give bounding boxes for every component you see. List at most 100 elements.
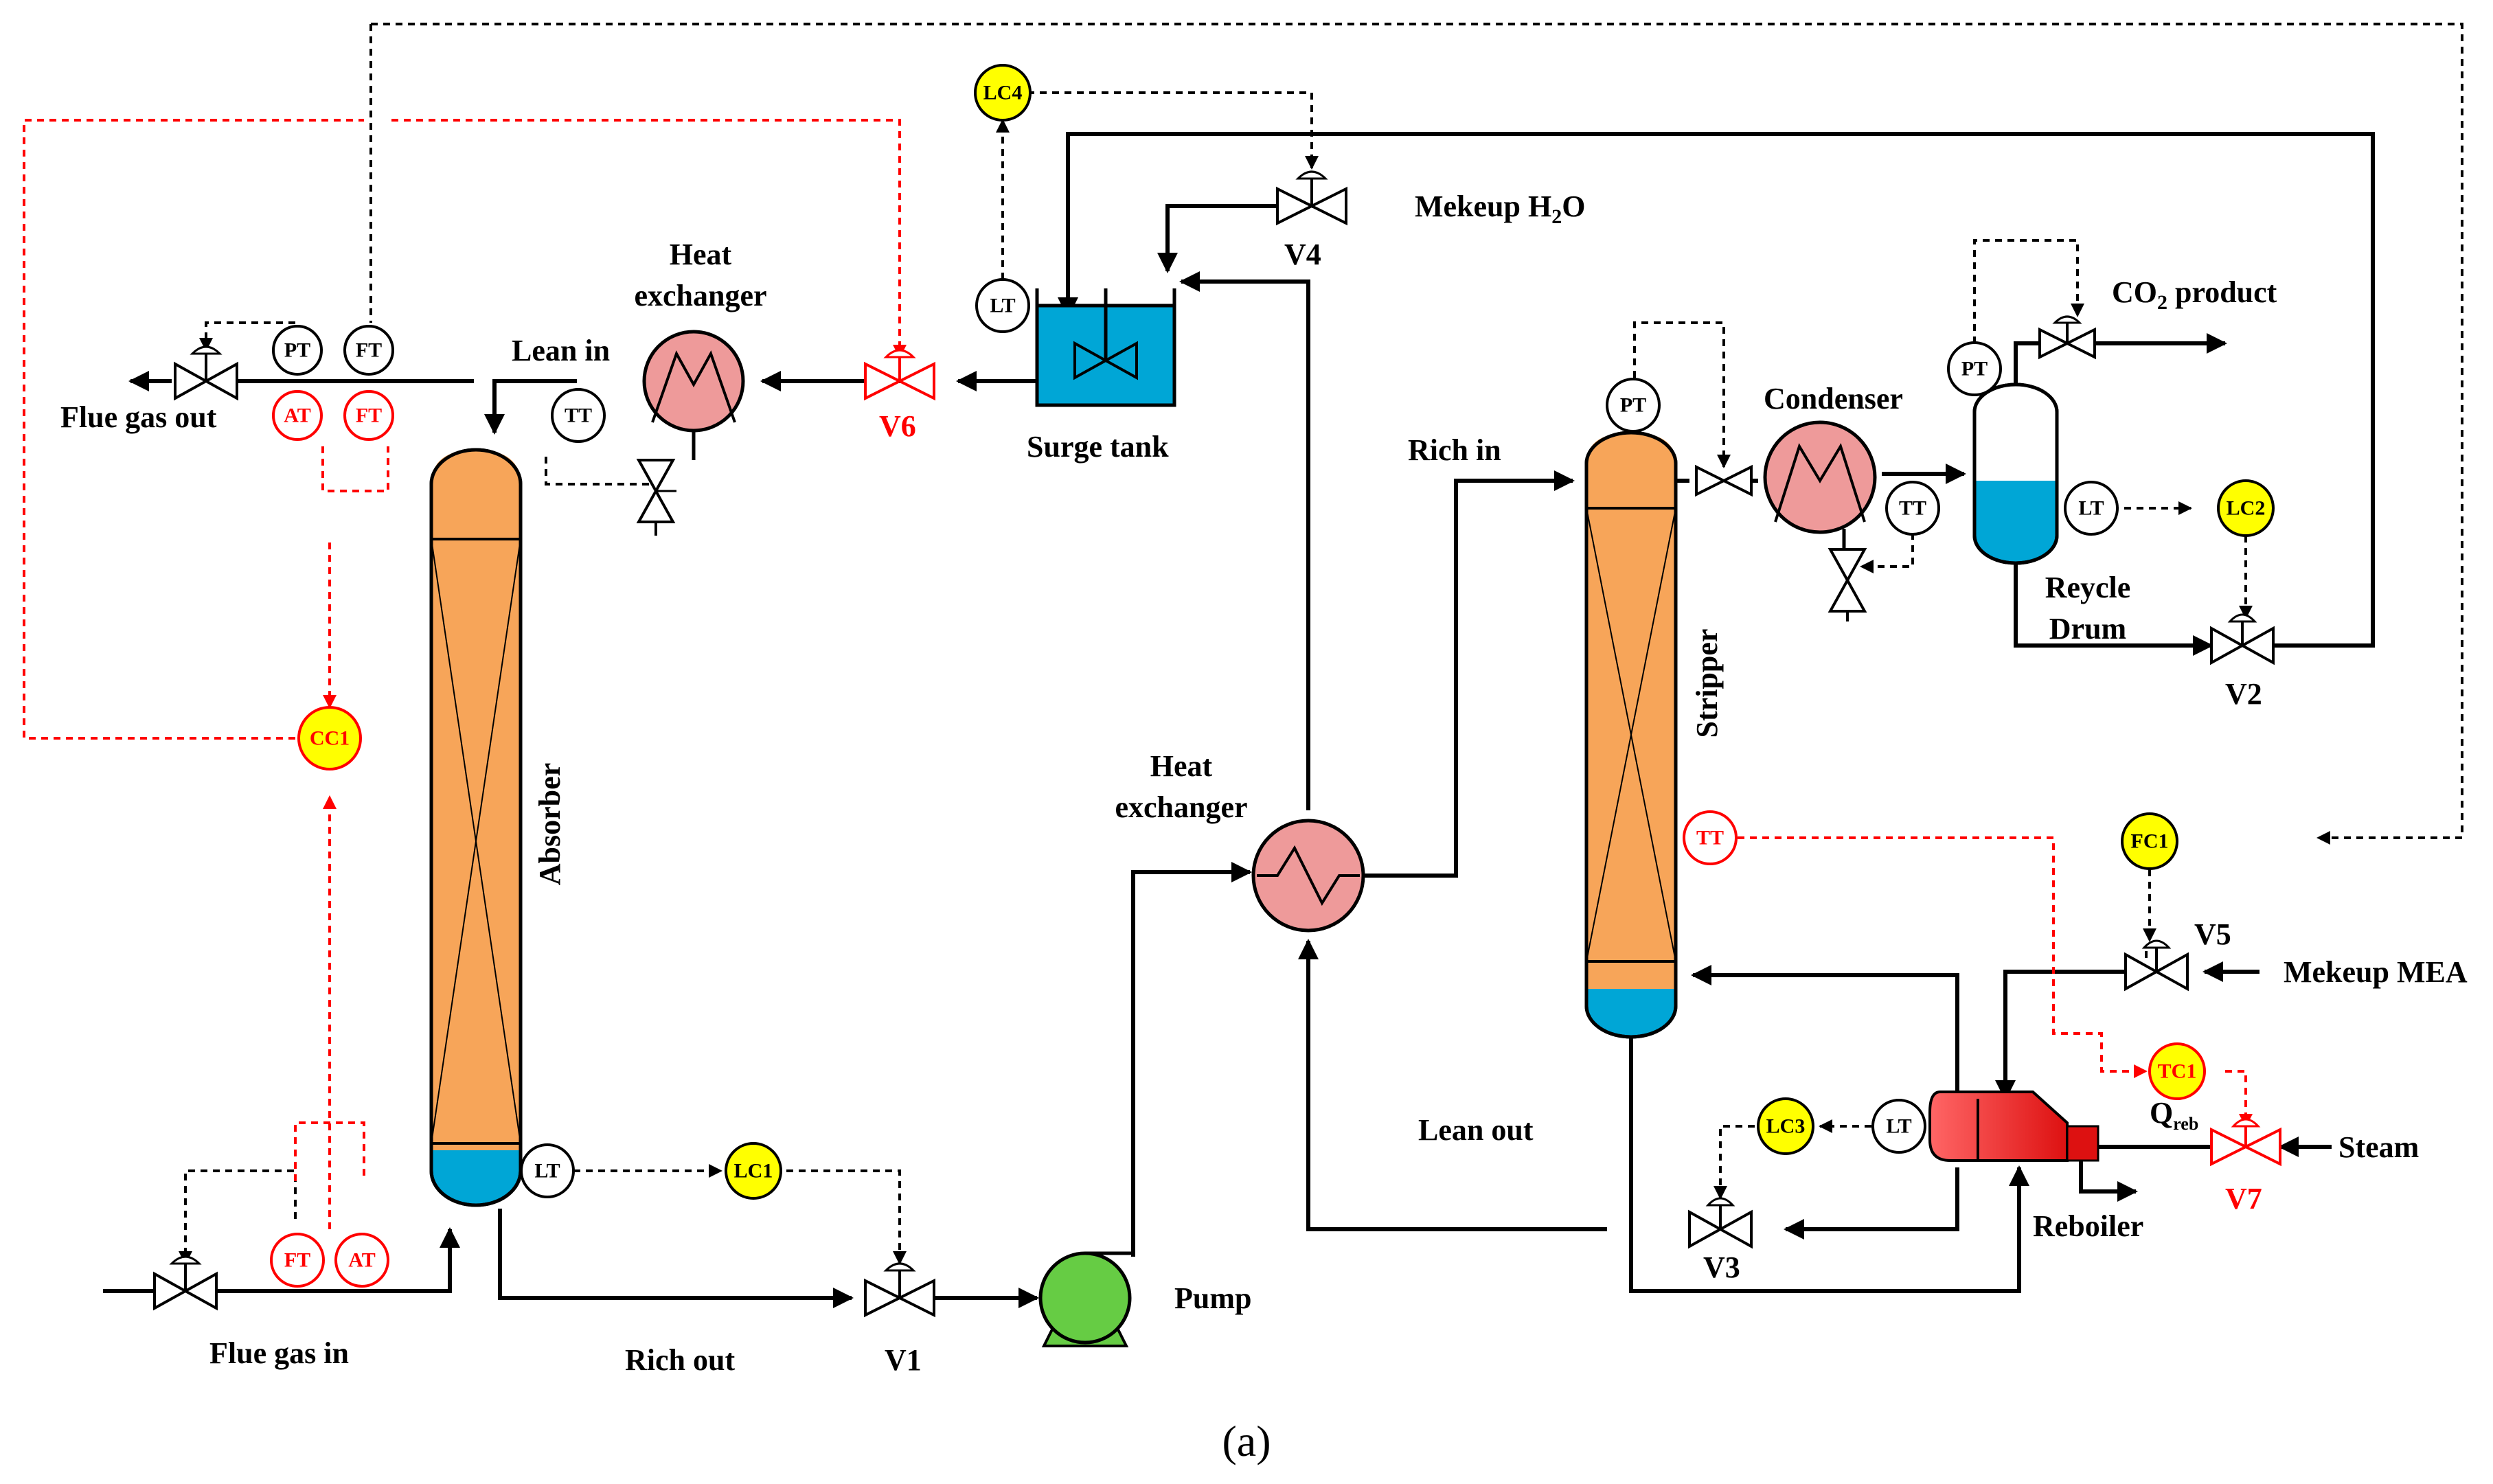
instrument-at-absorber-top: AT bbox=[272, 390, 323, 441]
label-makeup-mea: Mekeup MEA bbox=[2284, 955, 2468, 989]
label-co2-product-main: CO bbox=[2112, 275, 2157, 309]
controller-lc1-tag: LC1 bbox=[734, 1160, 773, 1183]
controller-tc1: TC1 bbox=[2148, 1042, 2206, 1100]
condenser bbox=[1763, 420, 1877, 549]
instrument-ft-absorber-black-tag: FT bbox=[356, 339, 382, 362]
instrument-pt-drum-tag: PT bbox=[1961, 358, 1988, 380]
pump bbox=[1038, 1251, 1133, 1347]
label-q-reb-sub: reb bbox=[2173, 1114, 2198, 1134]
absorber-label: Absorber bbox=[533, 763, 567, 885]
valve-v2[interactable] bbox=[2210, 613, 2275, 665]
instrument-at-absorber-top-tag: AT bbox=[284, 404, 310, 427]
label-flue-gas-out: Flue gas out bbox=[60, 400, 217, 434]
valve-stripper-top[interactable] bbox=[1695, 464, 1753, 497]
label-q-reb-main: Q bbox=[2150, 1096, 2173, 1130]
label-heat-exchanger-top-1: Heat bbox=[670, 238, 732, 271]
signal-lines bbox=[23, 23, 2463, 1265]
label-q-reb: Qreb bbox=[2150, 1096, 2198, 1134]
label-reboiler: Reboiler bbox=[2033, 1209, 2143, 1243]
valve-v7[interactable] bbox=[2210, 1118, 2281, 1167]
label-co2-product: CO2 product bbox=[2112, 275, 2277, 314]
label-co2-product-sub: 2 bbox=[2157, 291, 2167, 314]
label-makeup-h2o: Mekeup H2O bbox=[1415, 190, 1585, 228]
instrument-pt-stripper-tag: PT bbox=[1620, 394, 1646, 417]
label-heat-exchanger-top-2: exchanger bbox=[634, 279, 766, 312]
instrument-lt-reboiler: LT bbox=[1871, 1099, 1926, 1154]
instrument-pt-drum: PT bbox=[1947, 341, 2002, 396]
label-recycle-drum-2: Drum bbox=[2049, 612, 2126, 646]
label-makeup-h2o-main: Mekeup H bbox=[1415, 190, 1551, 223]
label-makeup-h2o-end: O bbox=[1562, 190, 1585, 223]
valve-v5[interactable] bbox=[2124, 939, 2189, 992]
valve-v3[interactable] bbox=[1688, 1197, 1753, 1249]
instrument-pt-absorber-tag: PT bbox=[284, 339, 310, 362]
instrument-tt-lean-in-tag: TT bbox=[565, 404, 592, 427]
controller-cc1-tag: CC1 bbox=[310, 727, 350, 750]
instrument-tt-condenser-tag: TT bbox=[1899, 497, 1926, 520]
label-pump: Pump bbox=[1174, 1281, 1251, 1315]
instrument-ft-absorber-red-tag: FT bbox=[356, 404, 382, 427]
valve-v3-label: V3 bbox=[1703, 1251, 1740, 1284]
label-lean-in: Lean in bbox=[512, 334, 610, 367]
instrument-at-absorber-bottom-tag: AT bbox=[348, 1249, 375, 1272]
valve-flue-in[interactable] bbox=[153, 1255, 218, 1311]
controller-lc1: LC1 bbox=[725, 1142, 782, 1200]
controller-fc1: FC1 bbox=[2121, 812, 2178, 870]
absorber-column bbox=[429, 448, 523, 1207]
instrument-tt-lean-in: TT bbox=[551, 388, 606, 443]
label-steam: Steam bbox=[2338, 1130, 2419, 1164]
controller-tc1-tag: TC1 bbox=[2158, 1060, 2197, 1083]
valve-v6-label: V6 bbox=[879, 409, 916, 443]
valve-v7-label: V7 bbox=[2225, 1182, 2262, 1215]
label-makeup-h2o-sub: 2 bbox=[1551, 205, 1562, 228]
valve-v6[interactable] bbox=[864, 349, 935, 401]
valve-co2-product[interactable] bbox=[2038, 315, 2096, 360]
instrument-lt-surge-tag: LT bbox=[990, 295, 1015, 317]
controller-lc2: LC2 bbox=[2217, 479, 2275, 537]
label-condenser: Condenser bbox=[1764, 382, 1903, 415]
label-rich-in: Rich in bbox=[1408, 433, 1501, 467]
valve-v4[interactable] bbox=[1276, 170, 1347, 226]
valve-v1[interactable] bbox=[864, 1262, 935, 1318]
reboiler bbox=[1928, 1091, 2099, 1162]
label-rich-out: Rich out bbox=[625, 1343, 735, 1377]
controller-cc1: CC1 bbox=[297, 706, 362, 770]
valve-v4-label: V4 bbox=[1284, 238, 1321, 271]
instrument-tt-stripper-tag: TT bbox=[1696, 827, 1724, 849]
valve-condenser-cw[interactable] bbox=[1828, 548, 1867, 621]
surge-tank bbox=[1035, 288, 1176, 407]
heat-exchanger-top bbox=[642, 330, 745, 460]
valve-v5-label: V5 bbox=[2194, 917, 2231, 951]
instrument-tt-stripper: TT bbox=[1683, 810, 1738, 865]
valve-v2-label: V2 bbox=[2225, 677, 2262, 711]
instrument-pt-stripper: PT bbox=[1606, 378, 1661, 433]
controller-lc3-tag: LC3 bbox=[1766, 1115, 1806, 1138]
recycle-drum bbox=[1972, 383, 2059, 565]
figure-caption: (a) bbox=[1222, 1417, 1271, 1465]
instrument-pt-absorber: PT bbox=[272, 325, 323, 376]
label-flue-gas-in: Flue gas in bbox=[209, 1336, 349, 1370]
instrument-lt-drum: LT bbox=[2064, 481, 2119, 536]
label-heat-exchanger-mid-2: exchanger bbox=[1115, 790, 1247, 824]
process-pipes bbox=[103, 132, 2375, 1308]
label-recycle-drum-1: Reycle bbox=[2045, 571, 2131, 604]
label-surge-tank: Surge tank bbox=[1027, 430, 1169, 464]
stripper-column bbox=[1584, 431, 1678, 1039]
instrument-tt-condenser: TT bbox=[1885, 481, 1940, 536]
controller-lc2-tag: LC2 bbox=[2227, 497, 2266, 520]
label-heat-exchanger-mid-1: Heat bbox=[1150, 749, 1213, 783]
heat-exchanger-middle bbox=[1251, 819, 1365, 933]
valve-lean-in-cw[interactable] bbox=[636, 459, 676, 536]
instrument-ft-absorber-red: FT bbox=[343, 390, 394, 441]
instrument-lt-drum-tag: LT bbox=[2078, 497, 2104, 520]
instrument-lt-reboiler-tag: LT bbox=[1886, 1115, 1911, 1138]
label-lean-out: Lean out bbox=[1418, 1113, 1534, 1147]
controller-lc3: LC3 bbox=[1757, 1097, 1814, 1155]
controller-fc1-tag: FC1 bbox=[2131, 830, 2169, 853]
instrument-ft-absorber-bottom-tag: FT bbox=[284, 1249, 310, 1272]
controller-lc4: LC4 bbox=[974, 64, 1032, 122]
valve-flue-out[interactable] bbox=[174, 345, 238, 401]
instrument-lt-absorber-tag: LT bbox=[534, 1160, 560, 1183]
valve-v1-label: V1 bbox=[885, 1343, 922, 1377]
instrument-ft-absorber-black: FT bbox=[343, 325, 394, 376]
